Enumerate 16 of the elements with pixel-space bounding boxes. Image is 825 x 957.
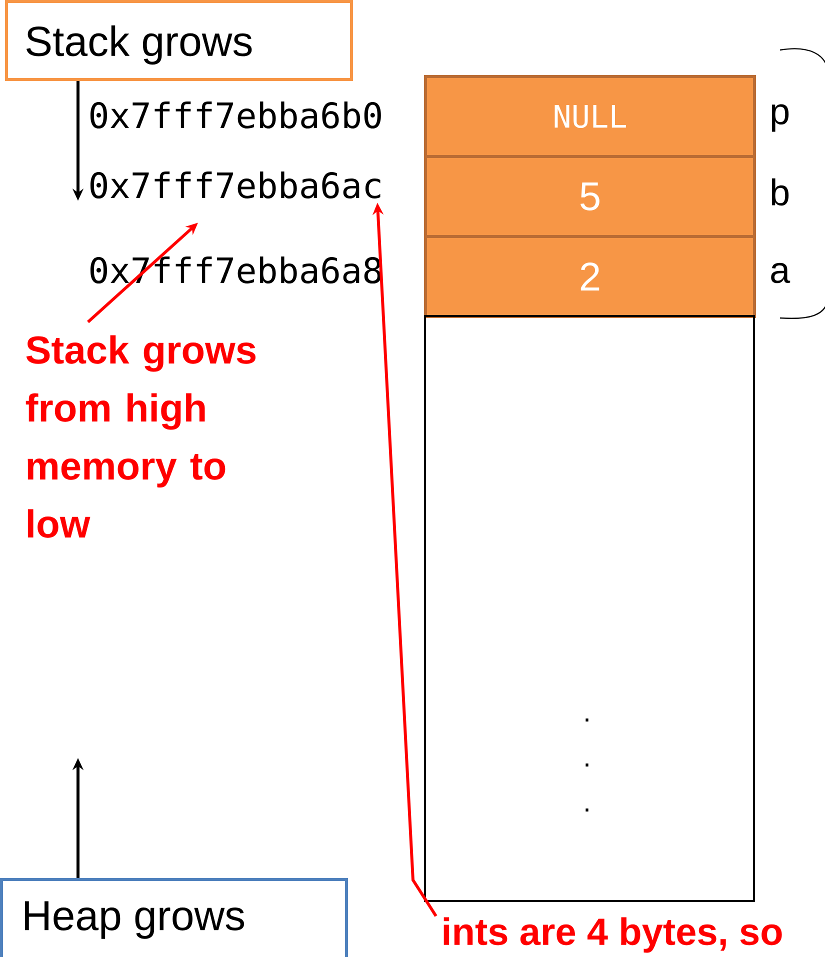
label-box: Heap grows <box>0 878 348 957</box>
memory-column <box>424 315 755 902</box>
ellipsis-dot: . <box>586 808 588 812</box>
memory-address: 0x7fff7ebba6b0 <box>90 101 381 129</box>
memory-cell: NULL <box>424 75 756 158</box>
memory-cell: 2 <box>424 235 756 318</box>
note-text: Stack grows from high memory to low <box>26 335 256 538</box>
variable-name: p <box>772 104 789 132</box>
variable-name: a <box>771 262 790 284</box>
label-box: Stack grows <box>5 0 353 81</box>
memory-address: 0x7fff7ebba6ac <box>90 171 380 199</box>
note-text: ints are 4 bytes, so <box>444 917 782 953</box>
ellipsis-dot: . <box>586 764 588 766</box>
ellipsis-dot: . <box>586 718 588 722</box>
memory-cell: 5 <box>424 155 756 238</box>
variable-name: b <box>772 178 789 206</box>
